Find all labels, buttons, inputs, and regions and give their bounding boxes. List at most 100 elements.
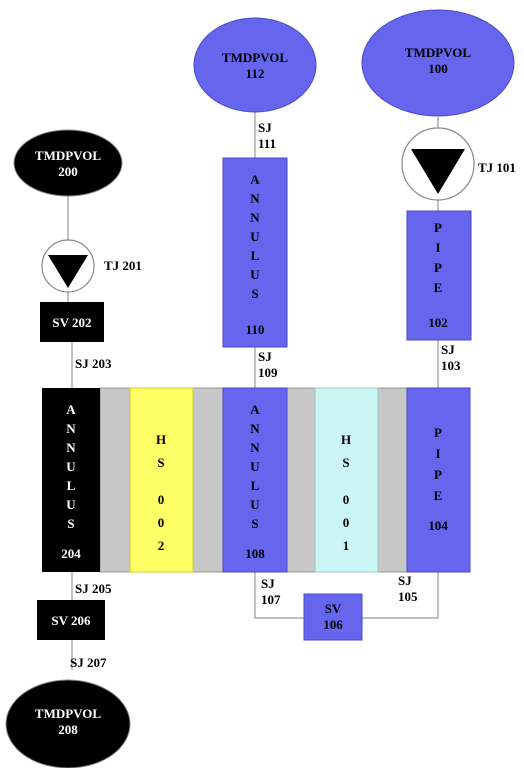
hs-002-letter: 0 [158,492,165,507]
annulus-108-letter: U [250,459,260,474]
sj-107-label: SJ [261,576,275,591]
tmdpvol-100-label: TMDPVOL [405,45,472,60]
pipe-104-letter: E [434,488,443,503]
annulus-204-letter: N [66,421,76,436]
pipe-104-letter: I [435,446,440,461]
gap-3 [286,387,316,573]
sj-111-number: 111 [258,136,276,151]
sj-111-label: SJ [258,120,272,135]
annulus-108-box [222,387,288,573]
annulus-110-letter: A [250,172,260,187]
annulus-110-letter: U [250,267,260,282]
annulus-204-box [42,388,100,572]
line-108-sv106 [254,572,304,619]
pipe-104-letter: P [434,425,442,440]
hs-001-box [314,387,379,573]
tmdpvol-112: TMDPVOL 112 [193,17,317,113]
annulus-110-letter: S [251,286,258,301]
sj-107-number: 107 [261,592,281,607]
annulus-108-number: 108 [245,546,265,561]
annulus-204-letter: N [66,440,76,455]
sv-202-box [40,302,104,342]
tj-201: TJ 201 [41,239,142,293]
tj-201-triangle-icon [48,255,88,288]
hs-001-letter: 0 [343,515,350,530]
sv-106-number: 106 [323,617,343,632]
pipe-104-letter: P [434,467,442,482]
pipe-102-letter: P [434,220,442,235]
gap-1 [99,387,131,573]
hs-002-letter: 2 [158,538,165,553]
annulus-108-letter: L [251,478,260,493]
sv-202: SV 202 [40,302,104,342]
annulus-108-letter: S [251,516,258,531]
annulus-110-letter: N [250,191,260,206]
pipe-102-box [406,210,472,341]
hs-002: HS 0 0 2 [129,387,194,573]
sv-206-label: SV 206 [51,613,91,628]
annulus-110-letter: U [250,229,260,244]
annulus-204-letter: S [67,516,74,531]
sv-106-box [303,593,363,641]
annulus-204-letter: U [66,497,76,512]
pipe-102-number: 102 [428,315,448,330]
sj-109-number: 109 [258,365,278,380]
sj-103-label: SJ [441,342,455,357]
line-sv106-104 [362,572,439,619]
tmdpvol-208-label: TMDPVOL [35,706,102,721]
sj-203-label: SJ 203 [75,356,112,371]
annulus-110-letter: L [251,248,260,263]
tj-101-triangle-icon [411,149,465,194]
tj-101: TJ 101 [401,127,516,201]
annulus-110-letter: N [250,210,260,225]
tmdpvol-200-label: TMDPVOL [35,148,102,163]
hs-002-letters: HS 0 0 2 [156,432,166,553]
pipe-102-letter: I [435,240,440,255]
annulus-108-letter: U [250,497,260,512]
tmdpvol-100: TMDPVOL 100 [361,9,515,117]
sv-206-box [37,600,105,640]
tmdpvol-200-number: 200 [58,164,78,179]
tmdpvol-208: TMDPVOL 208 [5,679,131,768]
annulus-204-letter: L [67,478,76,493]
hs-002-letter: S [157,455,164,470]
tmdpvol-112-number: 112 [246,66,265,81]
hs-001-letter: H [341,432,351,447]
pipe-104-number: 104 [428,518,448,533]
sj-205-label: SJ 205 [75,581,112,596]
hs-001-letter: 0 [343,492,350,507]
hs-001-letter: S [342,455,349,470]
annulus-204-letter: U [66,459,76,474]
hs-002-letter: 0 [158,515,165,530]
hs-002-box [129,387,194,573]
sv-202-label: SV 202 [52,315,91,330]
sv-106: SV 106 [303,593,363,641]
annulus-110-box [222,157,288,348]
gap-4 [377,387,408,573]
sj-103-number: 103 [441,358,461,373]
annulus-108-letter: N [250,421,260,436]
tj-101-label: TJ 101 [478,160,516,175]
annulus-110-number: 110 [246,322,265,337]
gap-2 [192,387,224,573]
annulus-204-number: 204 [61,546,81,561]
annulus-108-letter: N [250,440,260,455]
pipe-104-box [406,387,471,573]
hs-002-letter: H [156,432,166,447]
sv-206: SV 206 [37,600,105,640]
pipe-102-letter: E [434,280,443,295]
pipe-102-letter: P [434,260,442,275]
tmdpvol-112-label: TMDPVOL [222,50,289,65]
tmdpvol-208-number: 208 [58,722,78,737]
